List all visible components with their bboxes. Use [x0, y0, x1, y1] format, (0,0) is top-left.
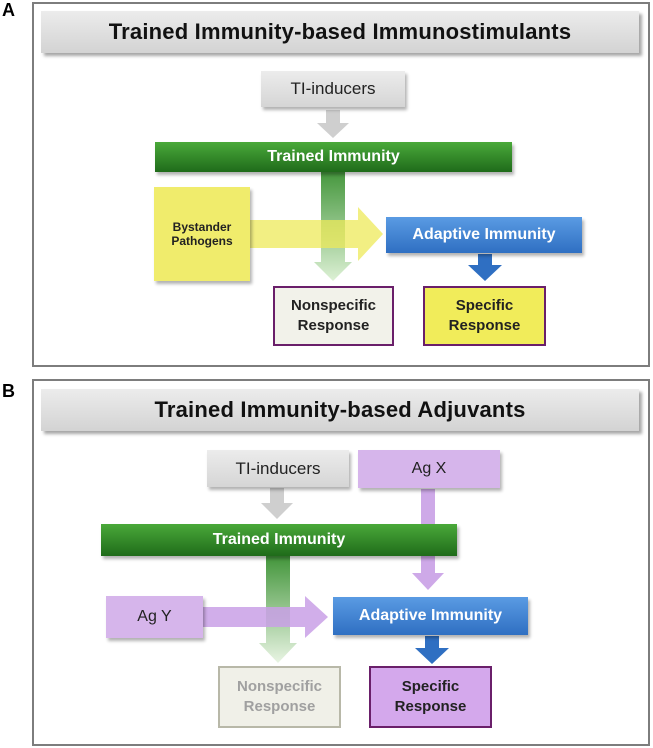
panel-a-title: Trained Immunity-based Immunostimulants — [41, 11, 639, 53]
arrow-b-adaptive-to-specific — [415, 636, 449, 664]
nonspecific-line1: Nonspecific — [236, 677, 323, 695]
panel-a-trained-immunity: Trained Immunity — [155, 142, 512, 172]
panel-a-label: A — [2, 0, 15, 20]
arrow-a-adaptive-to-specific — [468, 254, 502, 281]
panel-b-nonspecific-response: Nonspecific Response — [218, 666, 341, 728]
arrow-b-agy-to-adaptive — [203, 596, 328, 638]
arrow-b-ti-to-trained — [261, 488, 293, 519]
panel-b-title: Trained Immunity-based Adjuvants — [41, 389, 639, 431]
panel-b-trained-immunity: Trained Immunity — [101, 524, 457, 556]
nonspecific-line1: Nonspecific — [290, 296, 377, 314]
panel-a-bystander-pathogens: Bystander Pathogens — [154, 187, 250, 281]
panel-b-ag-x: Ag X — [358, 450, 500, 488]
nonspecific-line2: Response — [243, 698, 316, 715]
panel-a-nonspecific-response: Nonspecific Response — [273, 286, 394, 346]
panel-b-ti-inducers: TI-inducers — [207, 450, 349, 487]
specific-line1: Specific — [455, 296, 514, 314]
nonspecific-line2: Response — [297, 317, 370, 334]
arrow-a-bystander-to-adaptive — [250, 207, 383, 261]
panel-a-ti-inducers: TI-inducers — [261, 71, 405, 107]
bystander-line2: Pathogens — [171, 234, 233, 248]
panel-b-specific-response: Specific Response — [369, 666, 492, 728]
specific-line1: Specific — [401, 677, 460, 695]
arrow-a-ti-to-trained — [317, 110, 349, 138]
panel-b — [32, 379, 650, 746]
panel-b-ag-y: Ag Y — [106, 596, 203, 638]
specific-line2: Response — [394, 698, 467, 715]
bystander-line1: Bystander — [172, 220, 232, 234]
panel-b-label: B — [2, 381, 15, 401]
specific-line2: Response — [448, 317, 521, 334]
panel-a-adaptive-immunity: Adaptive Immunity — [386, 217, 582, 253]
panel-b-adaptive-immunity: Adaptive Immunity — [333, 597, 528, 635]
panel-a-specific-response: Specific Response — [423, 286, 546, 346]
